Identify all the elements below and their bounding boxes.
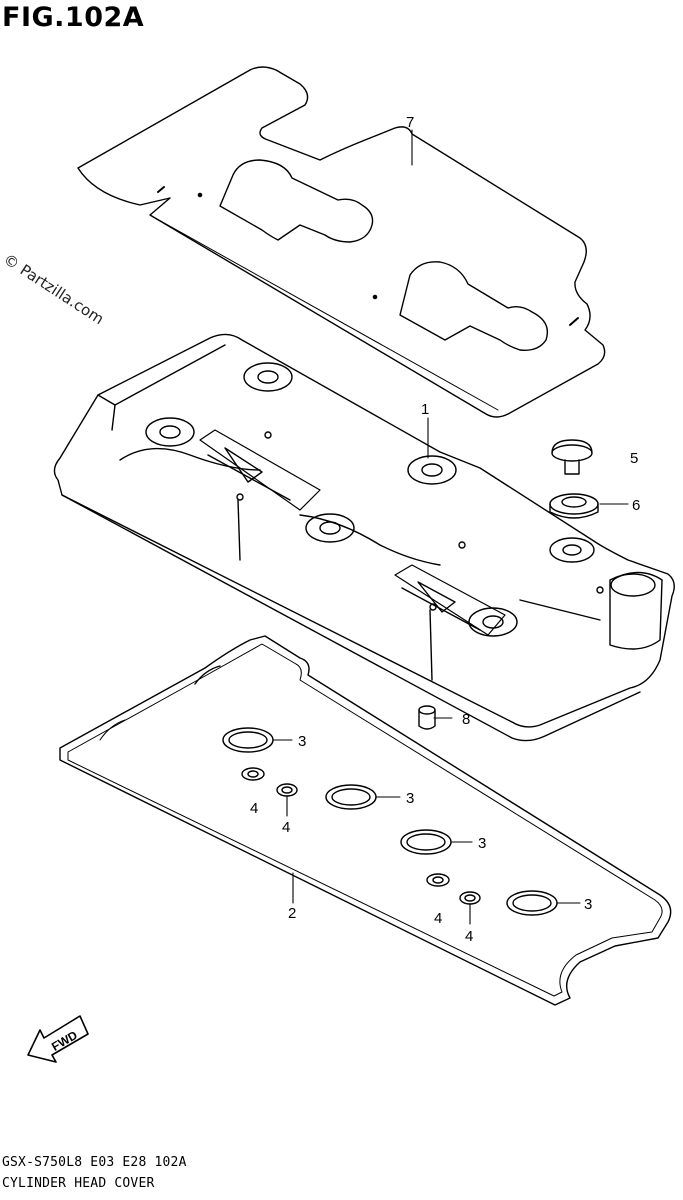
- small-seal: [241, 767, 481, 905]
- dowel-pin: [418, 705, 436, 730]
- callout-4c: 4: [434, 910, 442, 927]
- callout-3b: 3: [406, 790, 414, 807]
- head-cover-gasket: [59, 635, 672, 1006]
- fwd-arrow-icon: [27, 1015, 89, 1063]
- figure-title: FIG.102A: [2, 2, 145, 33]
- callout-4a: 4: [250, 800, 258, 817]
- callout-3a: 3: [298, 733, 306, 750]
- plug-hole-gasket: [222, 727, 558, 916]
- callout-4d: 4: [465, 928, 473, 945]
- footer-model-code: GSX-S750L8 E03 E28 102A: [2, 1155, 187, 1170]
- callout-7: 7: [406, 114, 414, 131]
- callout-4b: 4: [282, 819, 290, 836]
- callout-3d: 3: [584, 896, 592, 913]
- callout-8: 8: [462, 711, 470, 728]
- callout-1: 1: [421, 401, 429, 418]
- cover-plate-gasket: [77, 66, 606, 418]
- cover-bolt: [551, 439, 593, 475]
- footer-section-name: CYLINDER HEAD COVER: [2, 1176, 155, 1191]
- leader-lines: [272, 129, 629, 925]
- cylinder-head-cover: [53, 333, 675, 742]
- callout-2: 2: [288, 905, 296, 922]
- callout-5: 5: [630, 450, 638, 467]
- callout-6: 6: [632, 497, 640, 514]
- bolt-washer: [549, 493, 599, 519]
- callout-3c: 3: [478, 835, 486, 852]
